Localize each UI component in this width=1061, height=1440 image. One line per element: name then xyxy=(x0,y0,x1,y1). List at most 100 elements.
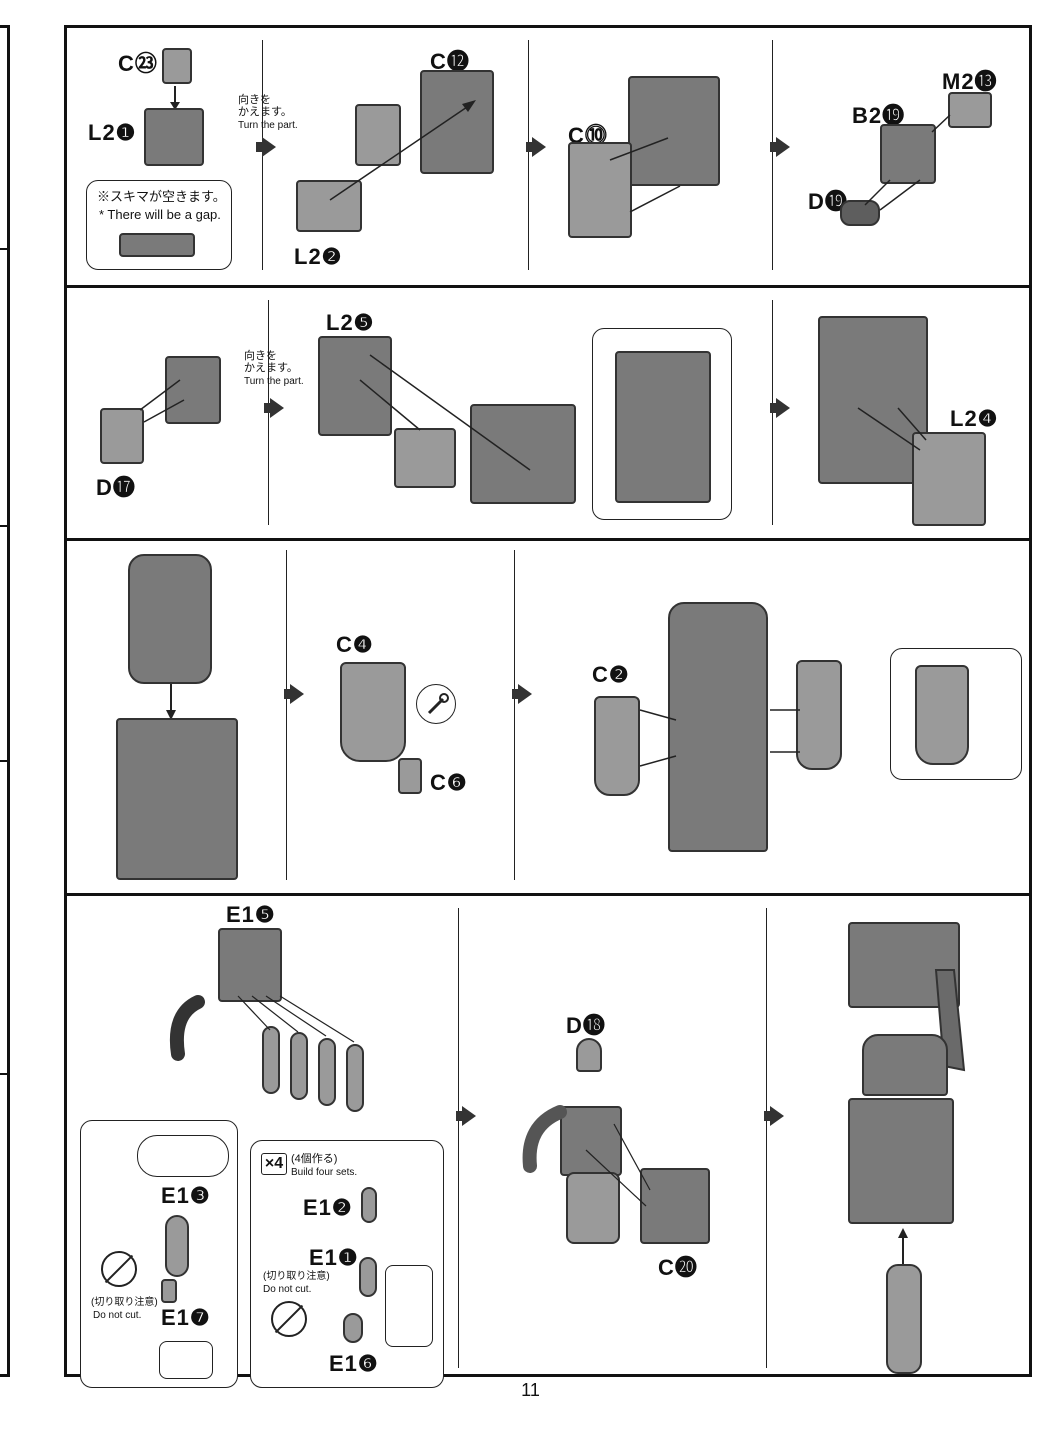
part-gap-detail xyxy=(119,233,195,257)
part-e17 xyxy=(161,1279,177,1303)
part-label-d18: D⓲ xyxy=(566,1013,606,1038)
part-label-l21: L2❶ xyxy=(88,120,137,145)
part-l22 xyxy=(296,180,362,232)
part-label-c20: C⓴ xyxy=(658,1255,698,1280)
finger-part xyxy=(290,1032,308,1100)
part-label-c4: C❹ xyxy=(336,632,374,657)
assembly-arrow xyxy=(898,1228,908,1264)
part-b219 xyxy=(880,124,936,184)
assembly-arrow xyxy=(585,1123,651,1207)
gap-note-callout: ※スキマが空きます。 * There will be a gap. xyxy=(86,180,232,270)
part-d17 xyxy=(100,408,144,464)
finger-part xyxy=(346,1044,364,1112)
part-side-armor xyxy=(796,660,842,770)
thumb-part xyxy=(169,995,205,1061)
part-label-e12: E1❷ xyxy=(303,1195,353,1220)
turn-note-jp: 向きを かえます。 xyxy=(238,94,292,118)
part-assembled-body xyxy=(116,718,238,880)
next-step-arrow xyxy=(512,684,532,704)
part-c23 xyxy=(162,48,192,84)
instruction-frame xyxy=(64,25,1032,1377)
row-divider xyxy=(64,893,1032,896)
next-step-arrow xyxy=(770,137,790,157)
assembly-arrow xyxy=(639,709,800,767)
step-separator xyxy=(772,40,773,270)
part-e16 xyxy=(343,1313,363,1343)
part-label-c23: C㉓ xyxy=(118,51,158,76)
x4-en: Build four sets. xyxy=(291,1167,358,1178)
assembly-arrow xyxy=(857,407,927,451)
next-step-arrow xyxy=(770,398,790,418)
part-label-c2: C❷ xyxy=(592,662,630,687)
part-upper-torso xyxy=(128,554,212,684)
previous-page-divider xyxy=(0,525,10,527)
part-c20 xyxy=(640,1168,710,1244)
part-m213 xyxy=(948,92,992,128)
assembly-arrow xyxy=(237,995,355,1043)
detail-callout xyxy=(592,328,732,520)
step-separator xyxy=(766,908,767,1368)
assembly-arrow xyxy=(609,137,681,213)
part-assembled-block xyxy=(470,404,576,504)
step-separator xyxy=(514,550,515,880)
part-assembled-block xyxy=(818,316,928,484)
no-cut-icon xyxy=(101,1251,137,1287)
part-e15 xyxy=(218,928,282,1002)
part-label-c12: C⓬ xyxy=(430,49,470,74)
part-label-e11: E1❶ xyxy=(309,1245,359,1270)
turn-note-jp: 向きを かえます。 xyxy=(244,350,298,374)
part-palm xyxy=(560,1106,622,1176)
donotcut-en: Do not cut. xyxy=(263,1284,312,1295)
page-number: 11 xyxy=(521,1380,540,1400)
part-c4 xyxy=(340,662,406,762)
part-label-c6: C❻ xyxy=(430,770,468,795)
donotcut-en: Do not cut. xyxy=(93,1310,142,1321)
part-label-e17: E1❼ xyxy=(161,1305,211,1330)
donotcut-jp: (切り取り注意) xyxy=(91,1297,158,1308)
part-c6 xyxy=(398,758,422,794)
finger-part xyxy=(262,1026,280,1094)
donotcut-jp: (切り取り注意) xyxy=(263,1271,330,1282)
no-cut-icon xyxy=(271,1301,307,1337)
assembly-arrow xyxy=(359,354,531,471)
part-e13 xyxy=(165,1215,189,1277)
next-step-arrow xyxy=(264,398,284,418)
next-step-arrow xyxy=(456,1106,476,1126)
assembly-arrow xyxy=(166,684,176,720)
part-inner-block xyxy=(355,104,401,166)
previous-page-divider xyxy=(0,760,10,762)
part-assembled-block xyxy=(628,76,720,186)
part-detail-view xyxy=(615,351,711,503)
gap-note-en: * There will be a gap. xyxy=(99,207,221,222)
assembly-arrow xyxy=(329,100,476,201)
part-label-e15: E1❺ xyxy=(226,902,276,927)
thumb-part xyxy=(522,1105,567,1173)
wrench-icon xyxy=(416,684,456,724)
step-separator xyxy=(286,550,287,880)
next-step-arrow xyxy=(256,137,276,157)
part-c2 xyxy=(594,696,640,796)
next-step-arrow xyxy=(526,137,546,157)
part-label-d17: D⓱ xyxy=(96,475,136,500)
detail-callout xyxy=(890,648,1022,780)
part-hand xyxy=(886,1264,922,1374)
row-divider xyxy=(64,538,1032,541)
part-label-e16: E1❻ xyxy=(329,1351,379,1376)
part-label-e13: E1❸ xyxy=(161,1183,211,1208)
assembly-arrow xyxy=(170,86,180,110)
next-step-arrow xyxy=(284,684,304,704)
part-label-l22: L2❷ xyxy=(294,244,343,269)
turn-note-en: Turn the part. xyxy=(238,120,298,131)
joint-icon xyxy=(159,1341,213,1379)
previous-page-divider xyxy=(0,1073,10,1075)
part-detail-view xyxy=(915,665,969,765)
previous-page-edge xyxy=(0,25,10,1377)
previous-page-divider xyxy=(0,248,10,250)
part-l25 xyxy=(318,336,392,436)
step-separator xyxy=(528,40,529,270)
part-cube xyxy=(394,428,456,488)
part-l21 xyxy=(144,108,204,166)
part-label-l25: L2❺ xyxy=(326,310,375,335)
row-divider xyxy=(64,285,1032,288)
joint-icon xyxy=(385,1265,433,1347)
